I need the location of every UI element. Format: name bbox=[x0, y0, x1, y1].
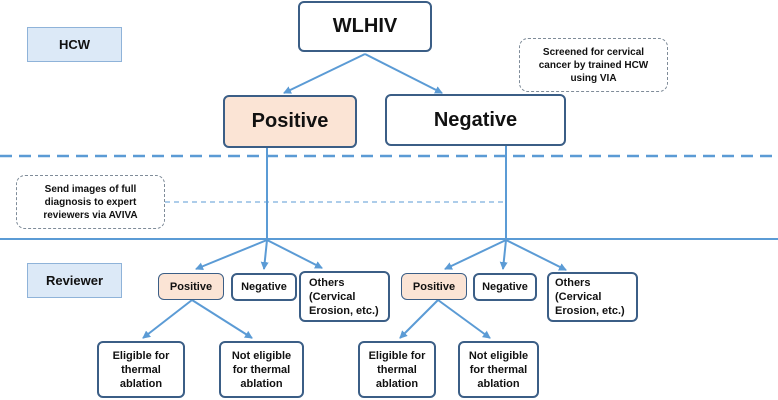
arrow-left-pos-to-eligible bbox=[142, 299, 193, 339]
arrow-right-to-positive bbox=[444, 239, 507, 270]
reviewer-left-positive: Positive bbox=[158, 273, 224, 300]
arrow-left-to-others bbox=[266, 239, 323, 269]
outcome-right-eligible: Eligible for thermal ablation bbox=[358, 341, 436, 398]
node-negative: Negative bbox=[385, 94, 566, 146]
arrow-right-to-negative bbox=[499, 239, 508, 270]
arrow-left-pos-to-not-eligible bbox=[191, 299, 253, 339]
reviewer-left-others: Others (Cervical Erosion, etc.) bbox=[299, 271, 390, 322]
reviewer-left-negative: Negative bbox=[231, 273, 297, 301]
arrow-root-to-positive bbox=[283, 53, 366, 94]
role-reviewer-label: Reviewer bbox=[27, 263, 122, 298]
role-hcw-label: HCW bbox=[27, 27, 122, 62]
outcome-right-not-eligible: Not eligible for thermal ablation bbox=[458, 341, 539, 398]
reviewer-right-others: Others (Cervical Erosion, etc.) bbox=[547, 272, 638, 322]
arrow-root-to-negative bbox=[364, 53, 443, 94]
arrow-right-to-others bbox=[505, 239, 567, 271]
note-send-images: Send images of full diagnosis to expert … bbox=[16, 175, 165, 229]
reviewer-right-negative: Negative bbox=[473, 273, 537, 301]
arrow-right-pos-to-not-eligible bbox=[437, 299, 491, 339]
note-screened: Screened for cervical cancer by trained … bbox=[519, 38, 668, 92]
outcome-left-eligible: Eligible for thermal ablation bbox=[97, 341, 185, 398]
reviewer-right-positive: Positive bbox=[401, 273, 467, 300]
arrow-left-to-negative bbox=[260, 239, 269, 270]
outcome-left-not-eligible: Not eligible for thermal ablation bbox=[219, 341, 304, 398]
arrow-right-pos-to-eligible bbox=[399, 299, 439, 339]
arrow-left-to-positive bbox=[195, 239, 268, 271]
root-node-wlhiv: WLHIV bbox=[298, 1, 432, 52]
node-positive: Positive bbox=[223, 95, 357, 148]
